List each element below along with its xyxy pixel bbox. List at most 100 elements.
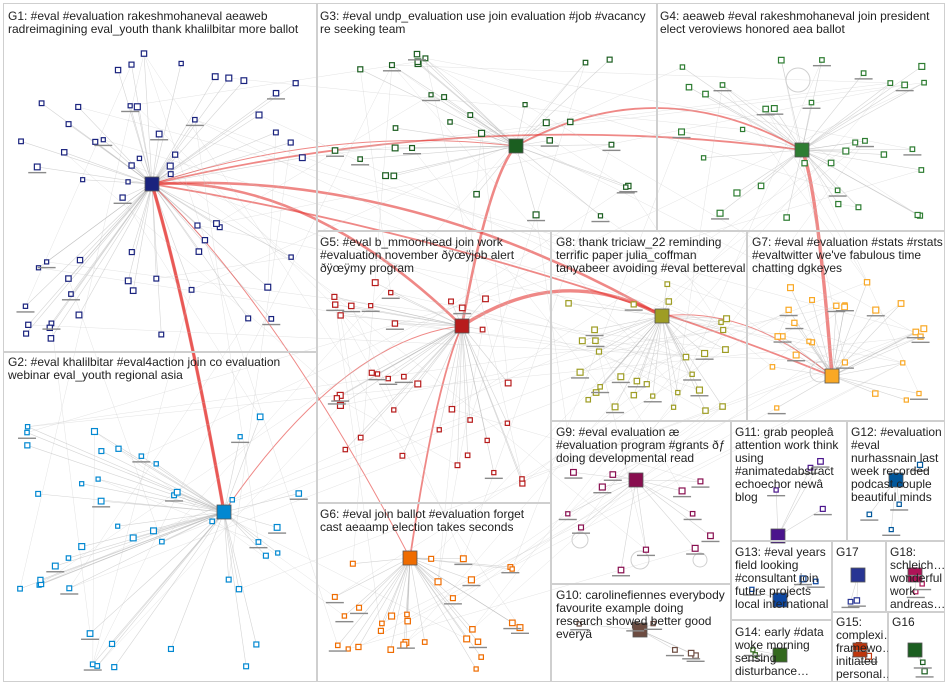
edge (25, 183, 153, 307)
self-loop (571, 531, 589, 549)
node (697, 478, 704, 485)
node (253, 641, 260, 648)
edge (101, 450, 225, 513)
edge (409, 557, 477, 670)
cross-edge (437, 329, 483, 582)
node-caption-mark (564, 477, 583, 479)
edge (395, 127, 517, 147)
node (94, 663, 101, 669)
node (387, 646, 395, 654)
node-caption-mark (811, 466, 830, 468)
node (195, 248, 203, 255)
node (918, 167, 925, 173)
edge (223, 511, 257, 645)
node (595, 348, 603, 355)
node (577, 524, 585, 531)
edge (151, 183, 200, 252)
node-caption-mark (28, 171, 47, 174)
node-caption-mark (16, 311, 35, 313)
node-caption-mark (909, 398, 928, 400)
node (149, 527, 158, 535)
cross-edge (633, 356, 687, 396)
edge (620, 315, 663, 377)
inter-group-edge (151, 140, 517, 185)
node (92, 138, 99, 145)
node (334, 642, 341, 649)
node (702, 407, 709, 414)
cross-edge (451, 408, 701, 482)
edge (151, 157, 303, 185)
node-caption-mark (636, 554, 655, 557)
node (391, 144, 399, 152)
inter-group-edge (151, 182, 463, 327)
edge (345, 325, 463, 450)
node-caption-mark (767, 494, 786, 497)
edge (801, 82, 925, 151)
node (597, 213, 604, 219)
edge (595, 315, 663, 342)
hub-node (454, 318, 470, 334)
edge (402, 325, 463, 456)
group-box-g2 (3, 352, 317, 682)
edge (223, 511, 247, 667)
node (770, 104, 778, 112)
node (799, 575, 807, 583)
node (436, 427, 442, 433)
node (852, 139, 859, 146)
node (136, 155, 143, 162)
cross-edge (472, 406, 723, 630)
node (720, 326, 727, 334)
node (608, 141, 615, 148)
node (422, 55, 429, 62)
node (100, 137, 106, 143)
group-box-g15 (832, 612, 888, 682)
edge (117, 511, 225, 527)
node-caption-mark (403, 153, 422, 155)
cross-edge (598, 351, 706, 411)
node (914, 211, 921, 219)
node-caption-mark (361, 310, 380, 313)
node (630, 391, 638, 399)
node (155, 130, 163, 138)
node-caption-mark (682, 658, 701, 660)
node (777, 56, 785, 64)
edge (661, 315, 693, 375)
node (127, 103, 133, 109)
node (345, 646, 351, 652)
node (918, 62, 926, 70)
node-caption-mark (806, 586, 825, 588)
node (896, 501, 902, 508)
node-caption-mark (643, 401, 662, 403)
edge (722, 84, 803, 151)
node (371, 279, 379, 287)
hub-node (772, 647, 788, 663)
edge (64, 152, 153, 185)
group-label-g7: G7: #eval #evaluation #stats #rstats #ev… (752, 236, 943, 275)
hub-node (654, 308, 670, 324)
node (919, 659, 926, 666)
cross-edge (92, 64, 393, 665)
edge (380, 557, 411, 631)
node-caption-mark (787, 360, 806, 362)
node (819, 57, 825, 63)
node (65, 275, 72, 282)
node (273, 523, 281, 531)
node-caption-mark (906, 336, 925, 339)
node-caption-mark (644, 628, 663, 630)
edge (457, 325, 463, 466)
node (119, 194, 126, 201)
edge (170, 511, 225, 650)
group-label-g5: G5: #eval b_mmoorhead join work #evaluat… (320, 236, 515, 275)
group-label-g6: G6: #eval join ballot #evaluation forget… (320, 508, 525, 534)
node (578, 337, 586, 345)
node (769, 364, 776, 370)
node-caption-mark (368, 378, 387, 381)
cross-edge (340, 304, 845, 406)
group-box-g9 (551, 421, 731, 584)
node-caption-mark (616, 192, 635, 194)
node (508, 619, 516, 627)
edge (27, 426, 225, 513)
node (404, 611, 410, 618)
node (108, 640, 116, 648)
node-caption-mark (165, 500, 184, 502)
